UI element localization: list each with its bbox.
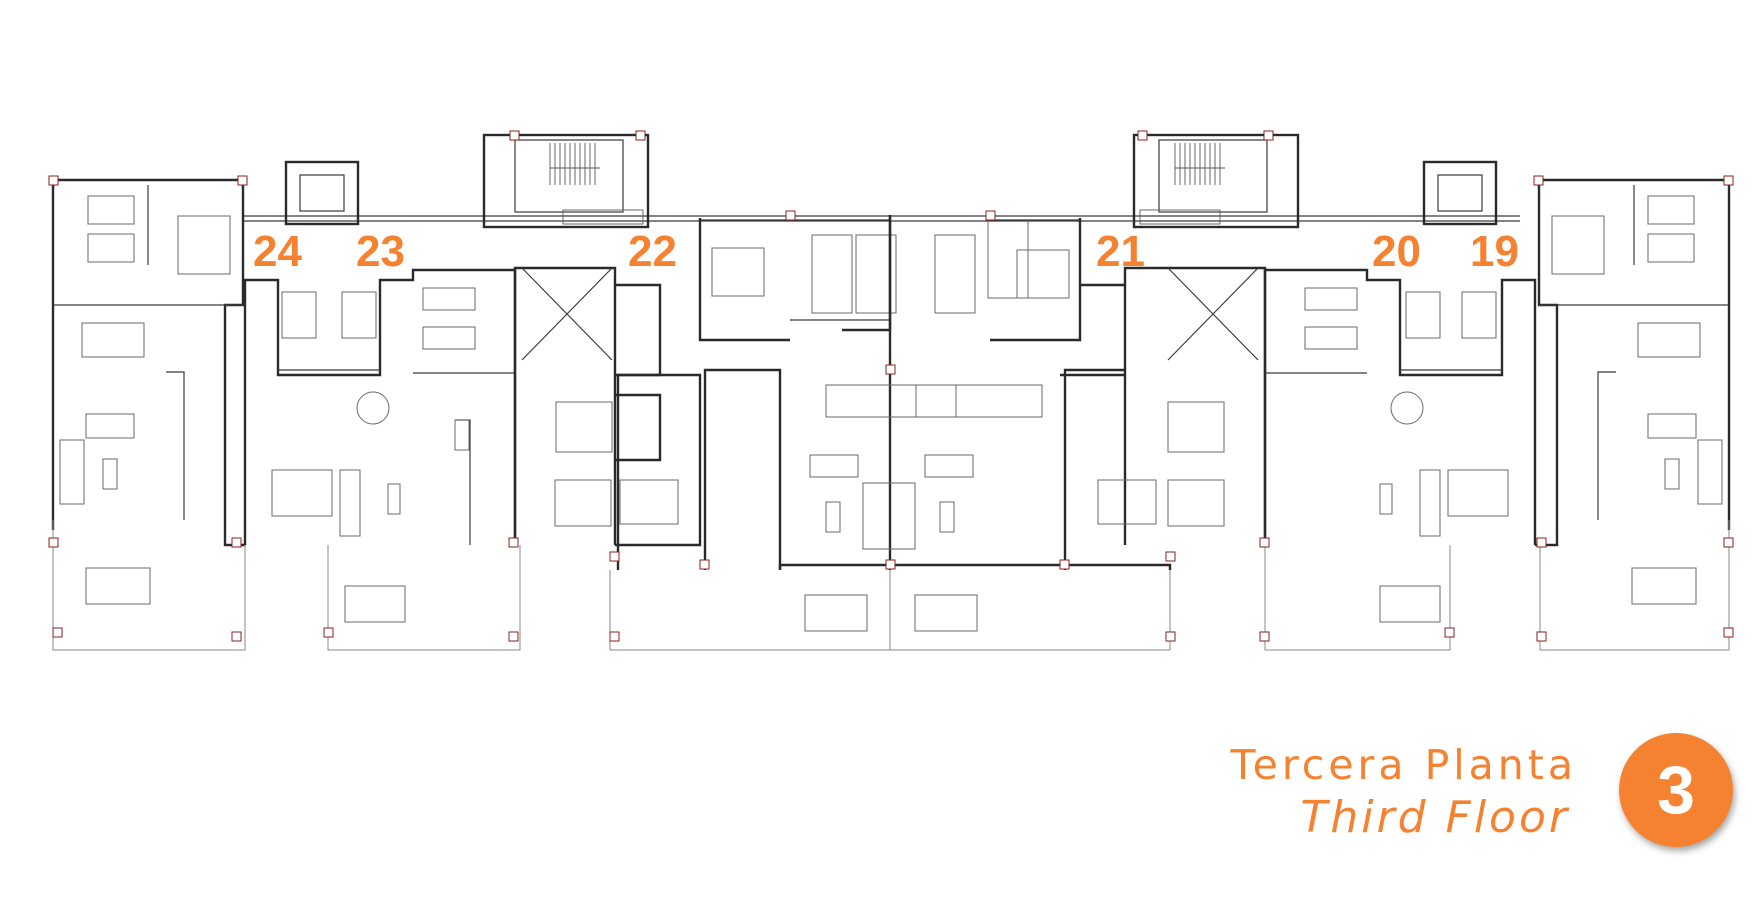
unit-24-terrace [52,520,246,651]
center-units-walls [703,215,1172,570]
center-terrace [609,570,1171,651]
floor-number-badge: 3 [1619,733,1733,847]
unit-20-walls [1263,268,1537,545]
unit-label-23: 23 [356,227,405,276]
unit-label-22: 22 [628,227,677,276]
unit-label-20: 20 [1372,227,1421,276]
elevator-left [284,160,360,226]
unit-21-walls [1060,266,1267,545]
unit-19-walls [1535,178,1731,547]
unit-23-terrace [327,545,521,651]
unit-23-walls [243,268,517,545]
unit-20-terrace [1264,545,1451,651]
corridor [243,215,1520,222]
staircase-left [482,133,650,229]
floor-title-english: Third Floor [1300,792,1570,843]
unit-label-19: 19 [1470,227,1519,276]
unit-22-upper [698,215,897,342]
elevator-right [1422,160,1498,226]
unit-label-24: 24 [253,227,302,276]
unit-label-21: 21 [1096,227,1145,276]
floor-title-spanish: Tercera Planta [1230,741,1577,789]
unit-24-walls [51,178,245,547]
staircase-right [1132,133,1300,229]
structural-columns [48,130,1734,642]
unit-22-walls [513,218,702,570]
unit-19-terrace [1539,520,1730,651]
